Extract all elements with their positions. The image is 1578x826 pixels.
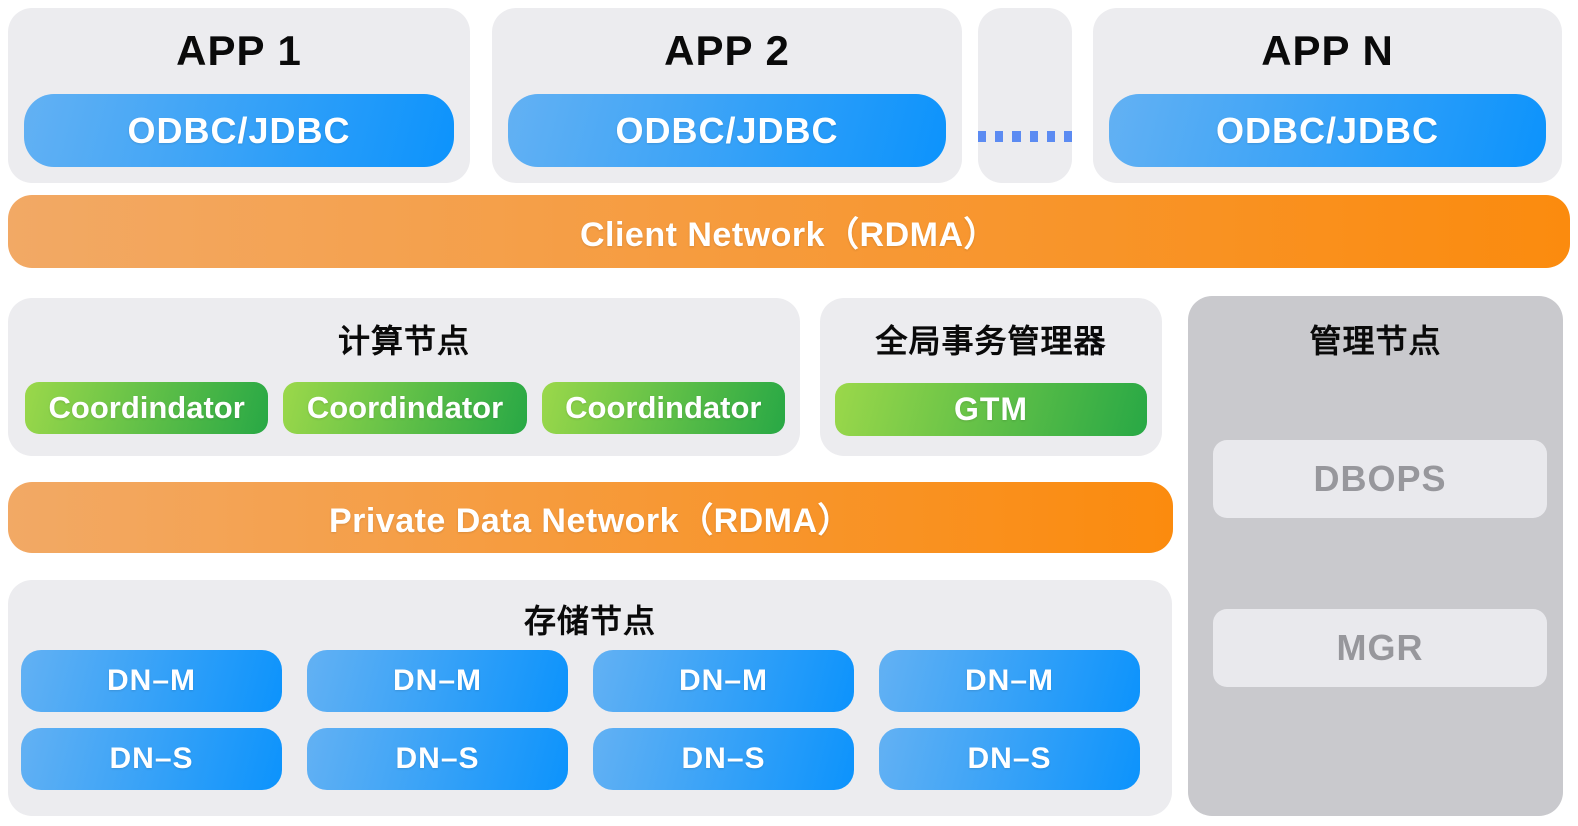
coordinator-block: Coordindator: [25, 382, 269, 434]
storage-panel-title: 存储节点: [523, 603, 656, 639]
ellipsis-dot: [1063, 131, 1073, 142]
app-box-2: APP 2 ODBC/JDBC: [492, 8, 962, 183]
management-panel: 管理节点 DBOPS MGR: [1188, 296, 1563, 816]
ellipsis-dot: [977, 131, 987, 142]
ellipsis-box: [977, 8, 1073, 183]
odbc-jdbc-block: ODBC/JDBC: [24, 94, 454, 167]
odbc-jdbc-block: ODBC/JDBC: [1109, 94, 1546, 167]
app-box-n: APP N ODBC/JDBC: [1093, 8, 1562, 183]
dn-standby-block: DN–S: [593, 728, 854, 790]
app-box-1: APP 1 ODBC/JDBC: [8, 8, 470, 183]
mgr-block: MGR: [1213, 609, 1547, 687]
dn-master-block: DN–M: [593, 650, 854, 712]
dn-standby-block: DN–S: [879, 728, 1140, 790]
coordinator-block: Coordindator: [283, 382, 527, 434]
dn-master-block: DN–M: [307, 650, 568, 712]
dn-standby-block: DN–S: [21, 728, 282, 790]
storage-panel: 存储节点 DN–M DN–M DN–M DN–M DN–S DN–S DN–S …: [8, 580, 1172, 816]
management-panel-title: 管理节点: [1309, 323, 1442, 359]
ellipsis-dot: [1046, 131, 1055, 142]
app-title: APP N: [1261, 27, 1394, 74]
ellipsis-dot: [995, 131, 1004, 142]
gtm-panel: 全局事务管理器 GTM: [820, 298, 1162, 456]
app-title: APP 2: [664, 27, 790, 74]
coordinator-row: Coordindator Coordindator Coordindator: [25, 382, 785, 434]
datanode-grid: DN–M DN–M DN–M DN–M DN–S DN–S DN–S DN–S: [21, 650, 1140, 790]
private-data-network-bar: Private Data Network（RDMA）: [8, 482, 1173, 553]
dn-master-block: DN–M: [879, 650, 1140, 712]
compute-panel: 计算节点 Coordindator Coordindator Coordinda…: [8, 298, 800, 456]
ellipsis-dot: [1012, 131, 1021, 142]
app-title: APP 1: [176, 27, 302, 74]
dn-master-block: DN–M: [21, 650, 282, 712]
dbops-block: DBOPS: [1213, 440, 1547, 518]
client-network-bar: Client Network（RDMA）: [8, 195, 1570, 268]
gtm-panel-title: 全局事务管理器: [875, 323, 1107, 359]
odbc-jdbc-block: ODBC/JDBC: [508, 94, 946, 167]
gtm-block: GTM: [835, 383, 1147, 436]
coordinator-block: Coordindator: [541, 382, 785, 434]
ellipsis-dot: [1029, 131, 1038, 142]
ellipsis-dots-icon: [977, 131, 1073, 142]
dn-standby-block: DN–S: [307, 728, 568, 790]
compute-panel-title: 计算节点: [337, 323, 470, 359]
